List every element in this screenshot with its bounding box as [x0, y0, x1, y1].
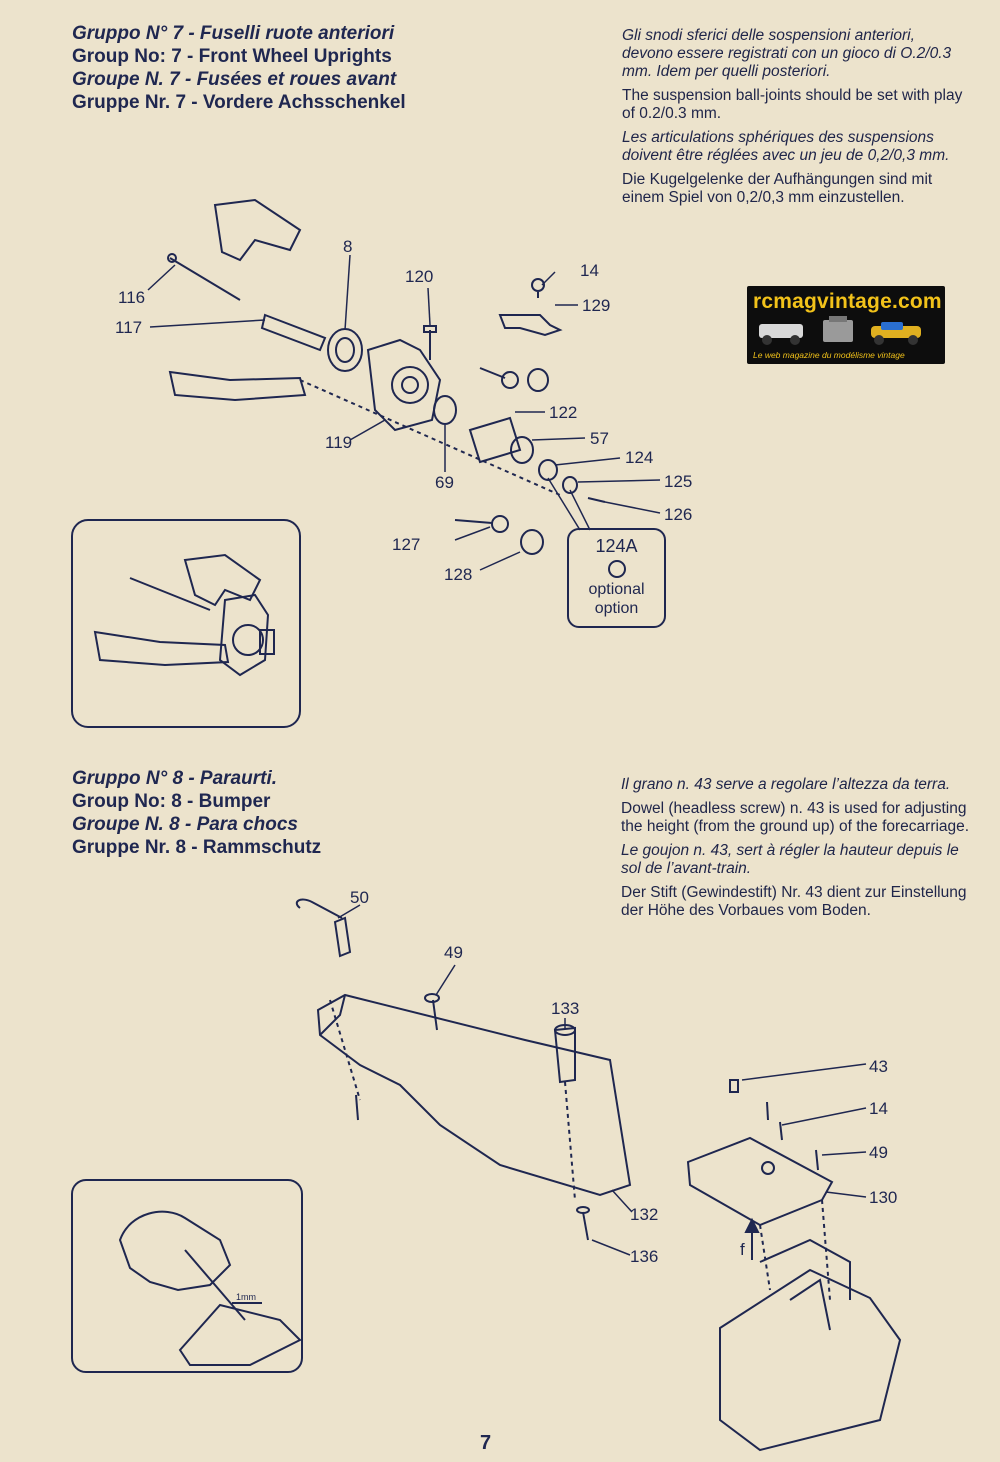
upper-wishbone	[213, 198, 302, 262]
part-label-43: 43	[869, 1057, 888, 1076]
kingpin-117	[260, 313, 327, 352]
optional-label-en: option	[594, 600, 639, 617]
hand-icon	[118, 1210, 232, 1292]
hinge-pin-116	[169, 257, 241, 301]
part-label-122: 122	[549, 403, 577, 422]
part-label-49-top: 49	[444, 943, 463, 962]
trim-dimension-label: 1mm	[236, 1292, 256, 1302]
group7-title-fr: Groupe N. 7 - Fusées et roues avant	[72, 69, 397, 90]
part-label-50: 50	[350, 888, 369, 907]
bumper-plate-132	[316, 993, 632, 1197]
group8-title-fr: Groupe N. 8 - Para chocs	[72, 814, 298, 835]
part-label-14: 14	[580, 261, 599, 280]
part-label-57: 57	[590, 429, 609, 448]
optional-washer-icon	[607, 560, 626, 578]
assembled-inset	[71, 519, 301, 728]
group7-note-de: Die Kugelgelenke der Aufhängungen sind m…	[622, 171, 933, 206]
part-label-129: 129	[582, 296, 610, 315]
group7-titles: Gruppo N° 7 - Fuselli ruote anteriori Gr…	[72, 22, 612, 114]
group8-title-en: Group No: 8 - Bumper	[72, 791, 271, 812]
part-label-120: 120	[405, 267, 433, 286]
group7-note-en: The suspension ball-joints should be set…	[622, 87, 963, 122]
group8-title-it: Gruppo N° 8 - Paraurti.	[72, 768, 278, 789]
group8-note-it: Il grano n. 43 serve a regolare l’altezz…	[621, 776, 951, 793]
logo-text: rcmagvintage.com	[753, 290, 942, 313]
part-label-119: 119	[325, 433, 352, 452]
part-label-14-g8: 14	[869, 1099, 888, 1118]
group7-notes: Gli snodi sferici delle sospensioni ante…	[622, 27, 967, 213]
page-number: 7	[480, 1432, 492, 1454]
optional-label-it: optional	[588, 581, 645, 598]
part-label-127: 127	[392, 535, 420, 554]
logo-tagline: Le web magazine du modélisme vintage	[753, 350, 905, 360]
front-bulkhead	[719, 1268, 902, 1452]
optional-part-box: 124A optional option	[567, 528, 666, 628]
group8-titles: Gruppo N° 8 - Paraurti. Group No: 8 - Bu…	[72, 767, 612, 859]
part-label-132: 132	[630, 1205, 658, 1224]
part-label-126: 126	[664, 505, 692, 524]
group8-note-fr: Le goujon n. 43, sert à régler la hauteu…	[621, 842, 959, 877]
group8-note-en: Dowel (headless screw) n. 43 is used for…	[621, 800, 970, 835]
part-label-116: 116	[118, 288, 145, 307]
site-logo: rcmagvintage.com Le web magazine du modé…	[747, 286, 945, 364]
part-label-117: 117	[115, 318, 142, 337]
part-label-125: 125	[664, 472, 692, 491]
bracket-129	[498, 314, 563, 337]
part-label-69: 69	[435, 473, 454, 492]
group7-note-fr: Les articulations sphériques des suspens…	[622, 129, 950, 164]
part-label-130: 130	[869, 1188, 897, 1207]
part-label-128: 128	[444, 565, 472, 584]
group7-title-en: Group No: 7 - Front Wheel Uprights	[72, 46, 392, 67]
trimming-inset	[71, 1179, 303, 1373]
part-label-136: 136	[630, 1247, 658, 1266]
part-label-49-right: 49	[869, 1143, 888, 1162]
group8-notes: Il grano n. 43 serve a regolare l’altezz…	[621, 776, 971, 926]
upright-119	[366, 338, 442, 432]
part-label-133: 133	[551, 999, 579, 1018]
logo-car-icon	[759, 316, 921, 345]
direction-arrow-label: f	[740, 1240, 745, 1259]
group8-title-de: Gruppe Nr. 8 - Rammschutz	[72, 837, 322, 858]
group8-note-de: Der Stift (Gewindestift) Nr. 43 dient zu…	[621, 884, 967, 919]
optional-part-code: 124A	[595, 536, 638, 556]
lower-wishbone	[168, 370, 307, 402]
group7-note-it: Gli snodi sferici delle sospensioni ante…	[622, 27, 952, 80]
group7-title-it: Gruppo N° 7 - Fuselli ruote anteriori	[72, 23, 395, 44]
part-label-124: 124	[625, 448, 653, 467]
bumper-clip-50	[295, 898, 343, 919]
part-label-8: 8	[343, 237, 352, 256]
group7-title-de: Gruppe Nr. 7 - Vordere Achsschenkel	[72, 92, 406, 113]
mount-plate-130	[686, 1136, 834, 1227]
group7-exploded-diagram: 116 8 120 14 129 117 119 69 122 57 124 1…	[71, 198, 692, 728]
